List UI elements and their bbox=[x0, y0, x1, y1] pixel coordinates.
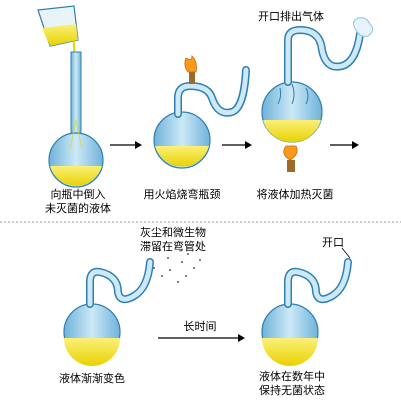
arrow-long-time-label: 长时间 bbox=[183, 320, 217, 333]
vent-note: 开口排出气体 bbox=[258, 10, 324, 23]
flask-4-contaminated-path bbox=[63, 245, 201, 366]
flask-2-bending bbox=[153, 55, 250, 169]
step1-label: 向瓶中倒入 未灭菌的液体 bbox=[28, 188, 128, 216]
arrow-long-time bbox=[158, 334, 245, 342]
step2-label: 用火焰烧弯瓶颈 bbox=[143, 188, 221, 201]
step3-label: 将液体加热灭菌 bbox=[256, 188, 334, 201]
flask-1-pouring bbox=[37, 5, 104, 188]
step5-line1: 液体在数年中 bbox=[259, 370, 325, 383]
step5-line2: 保持无菌状态 bbox=[259, 384, 325, 397]
step4-label: 液体渐渐变色 bbox=[59, 372, 125, 385]
dust-note-line2: 滞留在弯管处 bbox=[140, 240, 206, 253]
arrow-step1-to-2 bbox=[110, 141, 142, 149]
step5-label: 液体在数年中 保持无菌状态 bbox=[242, 370, 342, 398]
dust-note-line1: 灰尘和微生物 bbox=[140, 226, 206, 239]
arrow-step3-to-next bbox=[330, 141, 359, 149]
open-note: 开口 bbox=[322, 236, 344, 249]
flask-5-sterile bbox=[261, 247, 352, 366]
arrow-step2-to-3 bbox=[222, 141, 252, 149]
step1-line2: 未灭菌的液体 bbox=[45, 202, 111, 215]
dust-note: 灰尘和微生物 滞留在弯管处 bbox=[140, 226, 206, 254]
step1-line1: 向瓶中倒入 bbox=[50, 188, 106, 201]
flask-3-heating bbox=[261, 17, 374, 172]
